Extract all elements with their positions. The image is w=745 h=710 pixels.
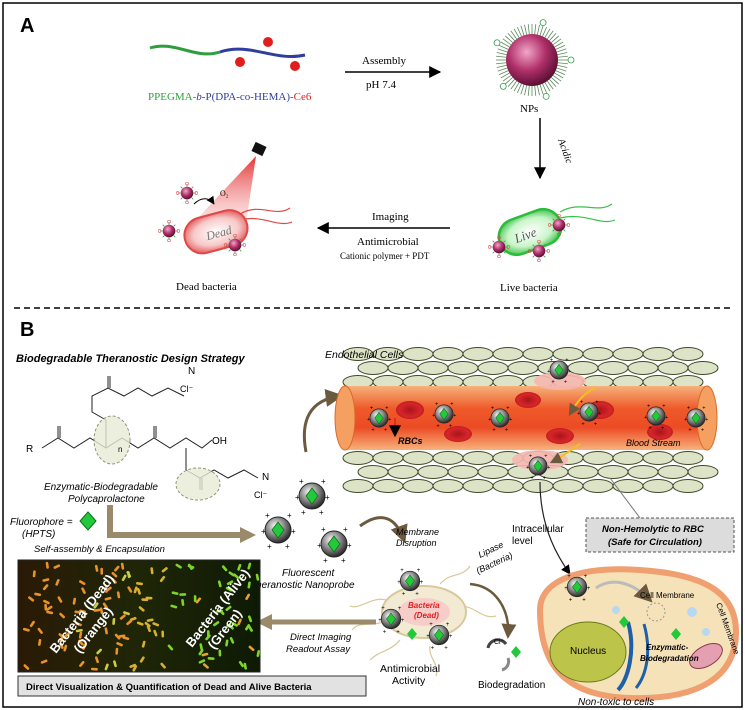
nonhemolytic-box xyxy=(585,517,735,553)
chloride-1: Cl⁻ xyxy=(180,384,193,394)
cationic-label: Cationic polymer + PDT xyxy=(340,251,430,261)
lipase-arrow xyxy=(469,582,517,639)
nanoprobe-label: Theranostic Nanoprobe xyxy=(250,580,355,591)
dead-text: Dead xyxy=(204,223,235,244)
fluorophore-label: Fluorophore = xyxy=(10,517,73,528)
laser-icon xyxy=(194,141,267,230)
polymer-chain xyxy=(149,37,306,71)
intracellular-label: Intracellular xyxy=(512,524,564,535)
imaging-label: Imaging xyxy=(372,211,409,223)
strategy-title: Biodegradable Theranostic Design Strateg… xyxy=(16,353,245,365)
antimicrobial-label: Antimicrobial xyxy=(357,236,419,248)
direct-vis-banner xyxy=(17,675,367,697)
o2-label: O₂ xyxy=(220,189,229,198)
pcl-label: Polycaprolactone xyxy=(68,494,145,505)
dead-bacteria-label: Dead bacteria xyxy=(176,281,237,293)
mammalian-cell xyxy=(536,566,740,702)
endothelial-label: Endothelial Cells xyxy=(325,349,404,361)
fluorescent-label: Fluorescent xyxy=(282,568,335,579)
probe-to-bacteria-arrow xyxy=(359,516,408,544)
biodegradation-fragments: Cl⁻ xyxy=(486,638,521,672)
panel-b: B Biodegradable Theranostic Design Strat… xyxy=(10,319,741,708)
cell-membrane-label-1: Cell Membrane xyxy=(640,591,695,600)
dead-bacteria-cluster xyxy=(349,565,497,677)
self-assembly-label: Self-assembly & Encapsulation xyxy=(34,544,165,555)
ph-label: pH 7.4 xyxy=(366,79,396,91)
blood-stream-label: Blood Stream xyxy=(626,438,681,448)
rbcs-label: RBCs xyxy=(398,436,423,446)
antimicrobial-b-label: Antimicrobial xyxy=(380,663,440,675)
oh-group: OH xyxy=(212,436,227,447)
panel-b-letter: B xyxy=(20,319,34,341)
hpts-label: (HPTS) xyxy=(22,529,55,540)
bacteria-dead-label: Bacteria xyxy=(408,601,440,610)
enzymatic-label: Enzymatic-Biodegradable xyxy=(44,482,158,493)
readout-label: Readout Assay xyxy=(286,644,351,655)
ester-highlight-1 xyxy=(93,415,131,465)
nontoxic-label: Non-toxic to cells xyxy=(578,697,654,708)
biodegradation-label: Biodegradation xyxy=(478,680,545,691)
bacteria-dead-sub: (Dead) xyxy=(414,611,439,620)
panel-a-letter: A xyxy=(20,15,34,37)
polymer-label: PPEGMA-b-P(DPA-co-HEMA)-Ce6 xyxy=(148,91,312,103)
disruption-label: Disruption xyxy=(396,538,437,548)
nonhemolytic-label: Non-Hemolytic to RBC xyxy=(602,524,704,535)
r-group: R xyxy=(26,444,33,455)
ammonium-1: N xyxy=(188,366,195,377)
ester-highlight-2 xyxy=(175,467,221,501)
activity-label: Activity xyxy=(392,675,426,687)
membrane-label: Membrane xyxy=(396,527,439,537)
intracellular-arrow xyxy=(539,481,571,575)
biodegradation-in-cell-label: Biodegradation xyxy=(640,654,699,663)
nps-label: NPs xyxy=(520,103,538,115)
probe-to-vessel-arrow xyxy=(302,388,344,453)
ammonium-2: N xyxy=(262,472,269,483)
blood-vessel xyxy=(334,347,719,493)
svg-text:Cl⁻: Cl⁻ xyxy=(494,639,505,646)
direct-vis-label: Direct Visualization & Quantification of… xyxy=(26,682,312,693)
enzymatic-in-cell-label: Enzymatic- xyxy=(646,643,689,652)
safe-label: (Safe for Circulation) xyxy=(608,537,702,548)
direct-imaging-label: Direct Imaging xyxy=(290,632,352,643)
level-label: level xyxy=(512,536,533,547)
assembly-label: Assembly xyxy=(362,55,407,67)
fluorophore-icon xyxy=(79,511,97,531)
chloride-2: Cl⁻ xyxy=(254,490,267,500)
live-bacteria-label: Live bacteria xyxy=(500,282,558,294)
self-assembly-arrow xyxy=(107,505,240,538)
live-bacterium xyxy=(488,203,616,262)
repeat-n: n xyxy=(118,445,122,454)
micrograph: Bacteria (Dead) (Orange) Bacteria (Alive… xyxy=(17,559,261,673)
dead-bacterium xyxy=(158,182,293,256)
nucleus-label: Nucleus xyxy=(570,646,606,657)
nanoparticle xyxy=(493,19,575,100)
